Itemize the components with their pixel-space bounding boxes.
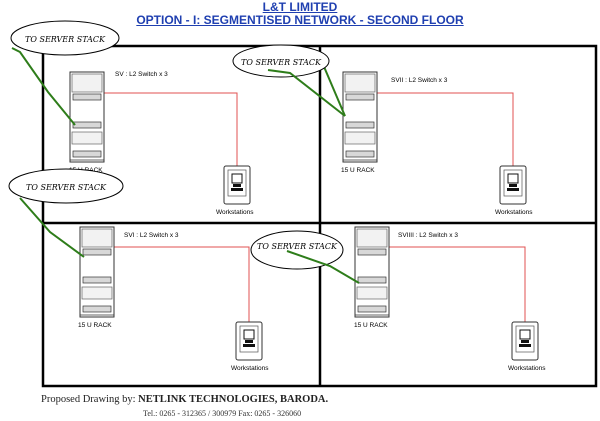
rack-label-svii: 15 U RACK — [341, 167, 375, 174]
segment-label-svi: SVI : L2 Switch x 3 — [124, 232, 179, 239]
floor-frame — [41, 44, 598, 388]
server-stack-callout-1: TO SERVER STACK — [10, 20, 120, 126]
rack-svii — [342, 71, 378, 163]
footer-credit: Proposed Drawing by: NETLINK TECHNOLOGIE… — [41, 394, 328, 405]
workstation-label-svii: Workstations — [495, 209, 533, 216]
workstation-sv — [223, 165, 251, 205]
company-title: L&T LIMITED — [262, 0, 338, 14]
server-stack-label: TO SERVER STACK — [257, 242, 338, 251]
server-stack-ellipse — [250, 230, 344, 270]
cable-sv — [104, 92, 238, 168]
segment-svi: SVI : L2 Switch x 3 15 U RACK Workstatio… — [78, 226, 269, 372]
workstation-label-sviiii: Workstations — [508, 365, 546, 372]
server-stack-label: TO SERVER STACK — [25, 35, 106, 44]
workstation-label-svi: Workstations — [231, 365, 269, 372]
footer-prefix: Proposed Drawing by: — [41, 394, 139, 405]
rack-sviiii — [354, 226, 390, 318]
server-stack-ellipse — [232, 44, 330, 78]
segment-label-sv: SV : L2 Switch x 3 — [115, 71, 168, 78]
diagram-title: OPTION - I: SEGMENTISED NETWORK - SECOND… — [136, 13, 464, 27]
workstation-sviiii — [511, 321, 539, 361]
server-stack-callout-2: TO SERVER STACK — [232, 44, 346, 117]
segment-label-sviiii: SVIIII : L2 Switch x 3 — [398, 232, 458, 239]
cable-sviiii — [389, 246, 526, 324]
segment-svii: SVII : L2 Switch x 3 15 U RACK Workstati… — [341, 71, 533, 216]
uplink-sv — [11, 47, 76, 126]
uplink-svi — [19, 197, 85, 258]
uplink-sviiii — [286, 250, 360, 284]
segment-label-svii: SVII : L2 Switch x 3 — [391, 77, 448, 84]
cable-svii — [377, 92, 514, 168]
workstation-label-sv: Workstations — [216, 209, 254, 216]
rack-svi — [79, 226, 115, 318]
rack-label-sviiii: 15 U RACK — [354, 322, 388, 329]
server-stack-callout-4: TO SERVER STACK — [250, 230, 360, 284]
footer-company: NETLINK TECHNOLOGIES, BARODA. — [138, 394, 329, 405]
uplink-svii — [321, 61, 346, 117]
rack-sv — [69, 71, 105, 163]
server-stack-ellipse — [8, 168, 124, 204]
cable-svi — [114, 246, 250, 324]
footer-contact: Tel.: 0265 - 312365 / 300979 Fax: 0265 -… — [143, 409, 302, 418]
rack-label-svi: 15 U RACK — [78, 322, 112, 329]
workstation-svi — [235, 321, 263, 361]
server-stack-callout-3: TO SERVER STACK — [8, 168, 124, 258]
workstation-svii — [499, 165, 527, 205]
server-stack-ellipse — [10, 20, 120, 56]
segment-sviiii: SVIIII : L2 Switch x 3 15 U RACK Worksta… — [354, 226, 546, 372]
server-stack-label: TO SERVER STACK — [241, 58, 322, 67]
server-stack-label: TO SERVER STACK — [26, 183, 107, 192]
